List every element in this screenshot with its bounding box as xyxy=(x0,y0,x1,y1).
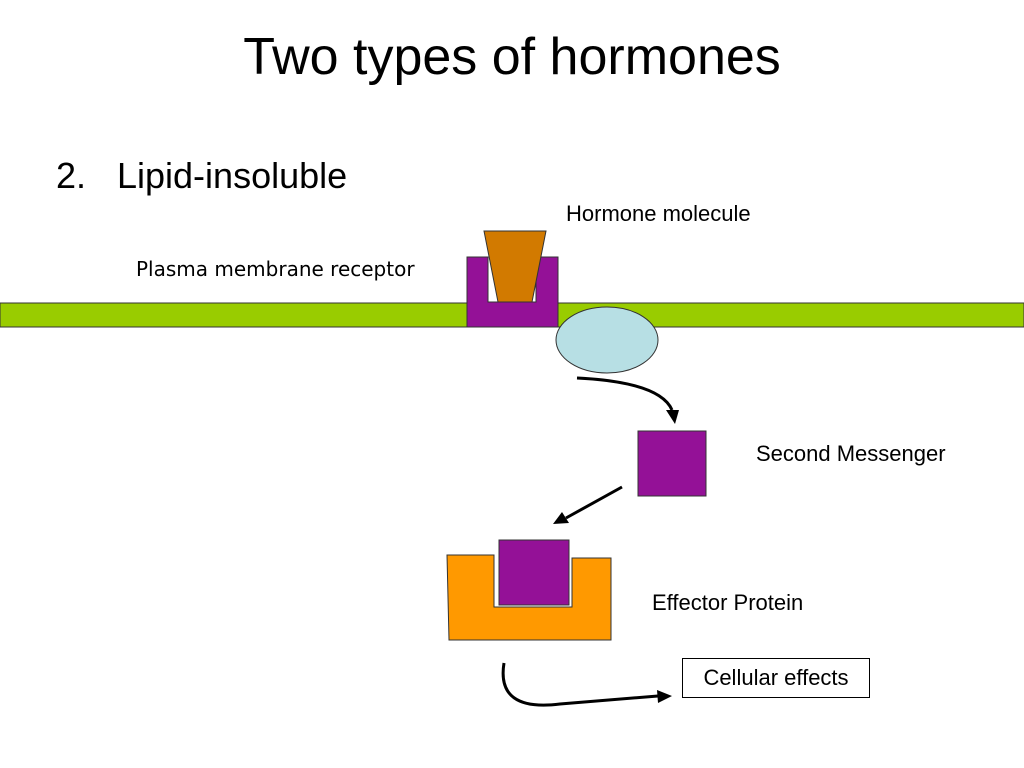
arrow-to-second-messenger xyxy=(576,376,674,411)
cellular-effects-box: Cellular effects xyxy=(682,658,870,698)
hormone-molecule-label: Hormone molecule xyxy=(566,201,751,226)
list-item-number: 2. xyxy=(56,155,87,196)
plasma-membrane-receptor-label: Plasma membrane receptor xyxy=(136,257,415,281)
slide-title: Two types of hormones xyxy=(243,28,781,86)
arrowhead-cellular-effects xyxy=(657,690,672,703)
arrow-to-effector xyxy=(565,485,623,520)
hormone-molecule xyxy=(483,230,547,303)
effector-protein xyxy=(446,554,612,641)
second-messenger-label: Second Messenger xyxy=(756,441,946,466)
arrowhead-second-messenger xyxy=(666,410,679,424)
bound-second-messenger xyxy=(498,539,570,606)
arrow-to-cellular-effects xyxy=(501,662,659,707)
effector-protein-label: Effector Protein xyxy=(652,590,804,615)
list-item-text: Lipid-insoluble xyxy=(117,155,348,196)
second-messenger xyxy=(637,430,707,497)
g-protein xyxy=(555,306,659,374)
arrowhead-effector xyxy=(553,512,569,524)
